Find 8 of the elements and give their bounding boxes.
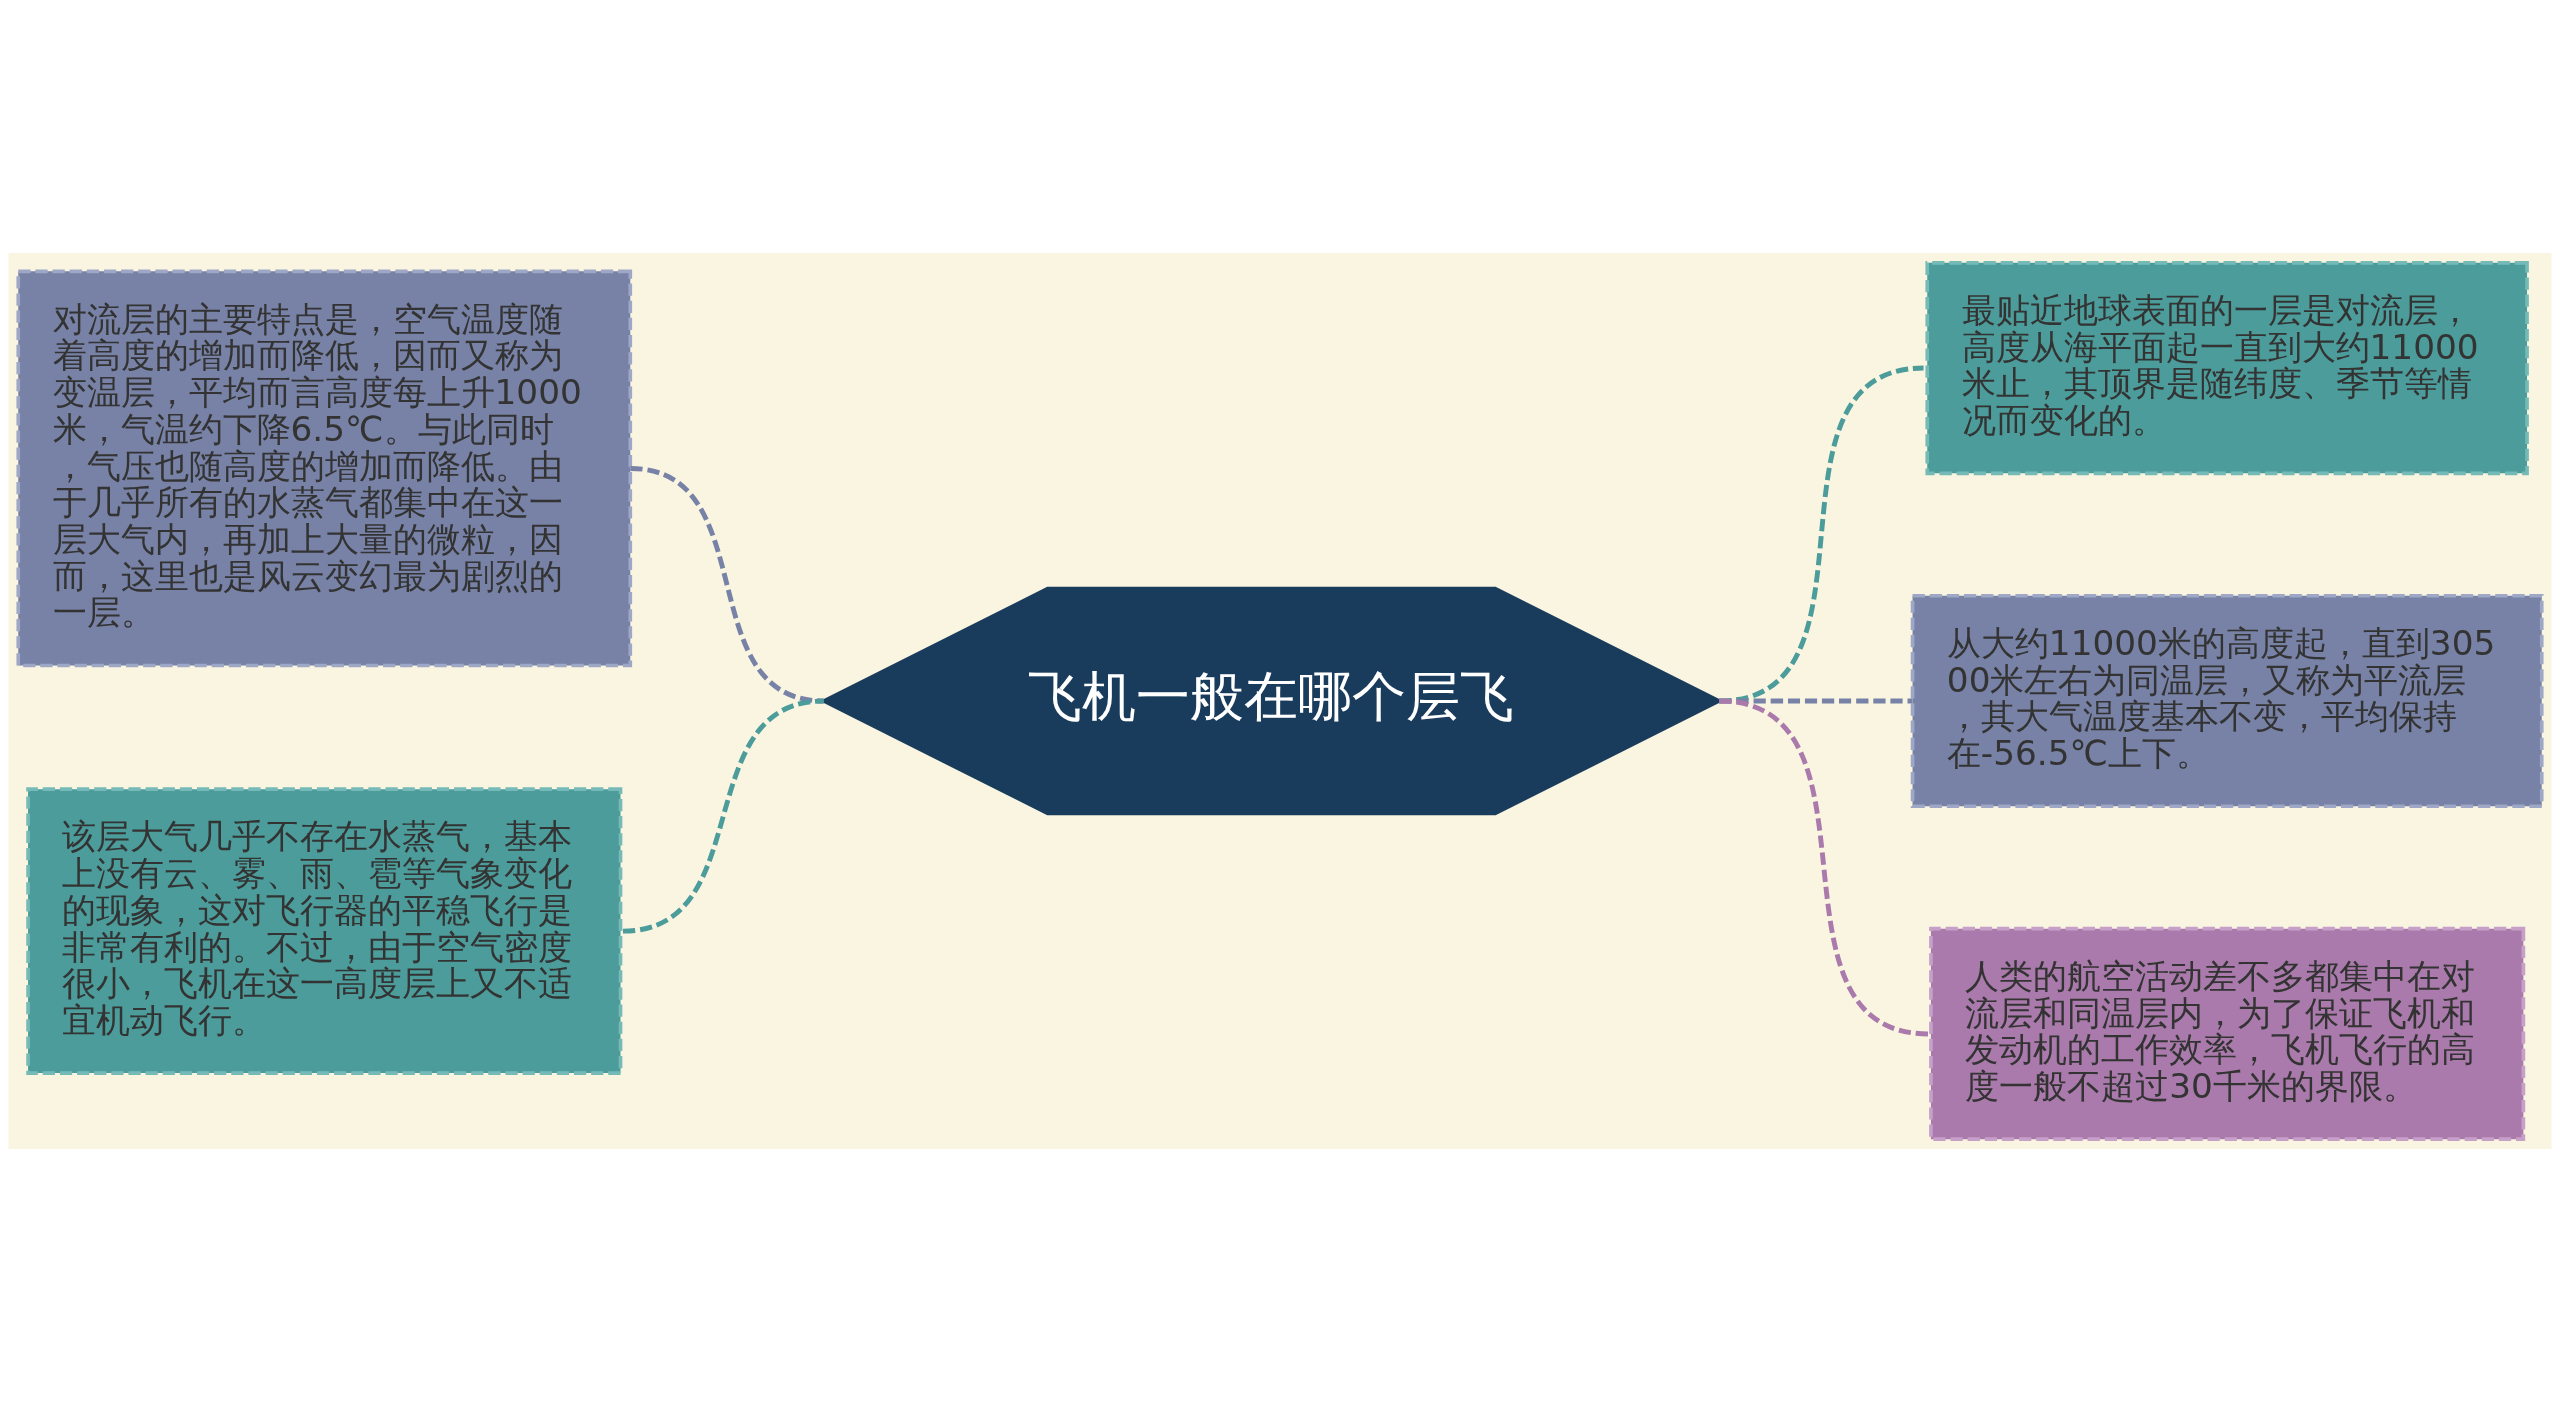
node-box: 最贴近地球表面的一层是对流层，高度从海平面起一直到大约11000米止，其顶界是随纬度、季节等情况而变化的。 [1925,260,2529,476]
connector [1718,365,1924,704]
node-box: 人类的航空活动差不多都集中在对流层和同温层内，为了保证飞机和发动机的工作效率，飞机飞行的高度一般不超过30千米的界限。 [1929,926,2526,1142]
connector [1718,698,1929,1037]
node-box: 从大约11000米的高度起，直到30500米左右为同温层，又称为平流层，其大气温度基本不变，平均保持在-56.5℃上下。 [1910,593,2544,809]
node-box: 该层大气几乎不存在水蒸气，基本上没有云、雾、雨、雹等气象变化的现象，这对飞行器的平稳飞行是非常有利的。不过，由于空气密度很小，飞机在这一高度层上又不适宜机动飞行。 [26,787,623,1075]
connector [622,698,825,934]
node-box: 对流层的主要特点是，空气温度随着高度的增加而降低，因而又称为变温层，平均而言高度每上升1000米，气温约下降6.5℃。与此同时，气压也随高度的增加而降低。由于几乎所有的水蒸气都集中在这一层大气内，再加上大量的微粒，因而，这里也是风云变幻最为剧烈的一层。 [16,269,633,668]
